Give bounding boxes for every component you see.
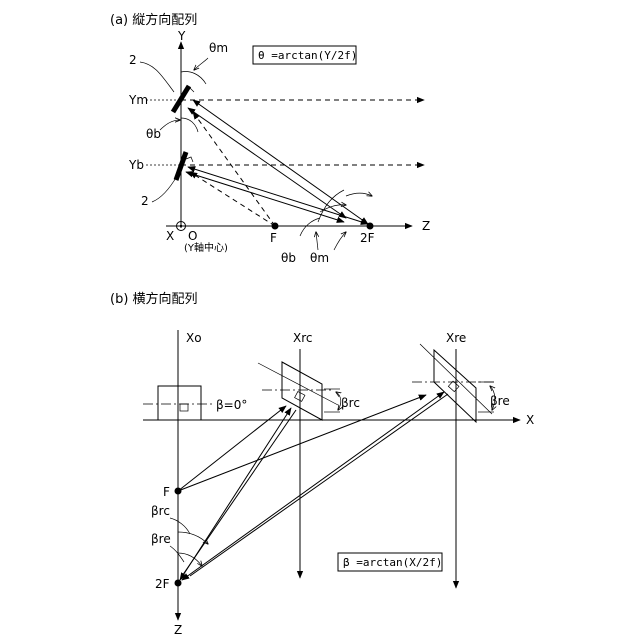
panel-a-y-label: Y xyxy=(177,29,186,43)
panel-a-top-to-2f-ray xyxy=(193,100,368,224)
panel-a-z-label: Z xyxy=(422,219,430,233)
panel-a-theta-b-arc-lower xyxy=(318,190,344,222)
panel-b-formula: β =arctan(X/2f) xyxy=(343,556,442,569)
panel-b-xrc-label: Xrc xyxy=(293,331,313,345)
panel-a-title: (a) 縦方向配列 xyxy=(110,12,197,28)
panel-a-theta-m-top-arc xyxy=(181,72,206,85)
panel-a-f-label: F xyxy=(270,231,277,245)
panel-a-mirror-top-leader xyxy=(140,62,174,92)
panel-a-formula: θ =arctan(Y/2f) xyxy=(258,49,357,62)
panel-a-mirror-top-label: 2 xyxy=(129,53,137,67)
panel-a-origin-note: (Y軸中心) xyxy=(184,241,228,254)
panel-b-point-2f xyxy=(175,580,182,587)
panel-a-2f-label: 2F xyxy=(360,231,375,245)
panel-b-beta-re-leader xyxy=(170,546,184,562)
panel-b-xrc-mirror xyxy=(282,362,322,420)
panel-b-beta-rc: βrc xyxy=(341,396,360,410)
panel-a-theta-m-bottom: θm xyxy=(310,251,329,265)
panel-a-bottom-to-2f-ray-inner xyxy=(186,172,344,222)
panel-a-mirror-bottom-label: 2 xyxy=(141,194,149,208)
panel-a-theta-m-top: θm xyxy=(209,41,228,55)
panel-b-z-label: Z xyxy=(174,623,182,637)
panel-a-x-axis-dot xyxy=(180,225,182,227)
panel-a-theta-b-left-leader xyxy=(160,120,180,130)
panel-b-f-label: F xyxy=(163,485,170,499)
panel-b-beta-re-left: βre xyxy=(151,532,171,546)
panel-b-xre-label: Xre xyxy=(446,331,466,345)
panel-b-beta-rc-leader xyxy=(170,518,190,534)
panel-a-theta-m-arc-right xyxy=(346,193,372,196)
panel-b-beta-rc-left: βrc xyxy=(151,504,170,518)
panel-a-top-to-2f-ray-inner xyxy=(188,108,346,218)
panel-b-center-right-angle xyxy=(180,404,188,411)
panel-a-x-label: X xyxy=(166,229,174,243)
panel-b-beta-rc-arc xyxy=(178,532,208,544)
panel-b-2f-label: 2F xyxy=(155,577,170,591)
panel-a-ym-label: Ym xyxy=(128,93,148,107)
panel-a-origin-label: O xyxy=(188,229,197,243)
panel-b-xre-right-angle xyxy=(448,381,459,392)
panel-a-bottom-to-2f-ray xyxy=(188,167,368,224)
panel-a-f-to-bottom-dashed xyxy=(190,172,275,226)
panel-a-theta-m-top-leader xyxy=(194,58,208,70)
panel-a-theta-b-left-arc xyxy=(181,118,198,132)
panel-b-center-mirror xyxy=(158,386,201,420)
panel-a-mirror-bottom-leader xyxy=(152,176,177,202)
panel-a-theta-b-bottom-leader xyxy=(316,232,318,250)
panel-a-theta-b-bottom: θb xyxy=(281,251,296,265)
panel-b-xre-to-2f-ray-inner xyxy=(190,394,448,576)
panel-b-x-label: X xyxy=(526,413,534,427)
panel-a-theta-m-bottom-leader xyxy=(334,232,346,250)
panel-a-theta-b-left: θb xyxy=(146,127,161,141)
panel-b-beta-zero: β=0° xyxy=(216,398,247,412)
panel-b-xrc-normal xyxy=(258,363,338,405)
panel-b-title: (b) 横方向配列 xyxy=(110,291,198,307)
panel-b-xrc-to-2f-ray-inner xyxy=(182,410,296,576)
panel-a-normal-mark-bottom xyxy=(186,157,193,162)
panel-b-xre-mirror xyxy=(434,350,476,422)
panel-a-theta-b-leader-lower xyxy=(300,218,320,236)
panel-a-yb-label: Yb xyxy=(128,158,144,172)
panel-b-horizontal-array: (b) 横方向配列 Xo Z X β=0° Xrc βrc Xre xyxy=(110,291,534,637)
panel-b-xo-label: Xo xyxy=(186,331,202,345)
panel-a-vertical-array: (a) 縦方向配列 θ =arctan(Y/2f) Y Z X O (Y軸中心)… xyxy=(110,12,430,265)
panel-b-beta-re: βre xyxy=(490,394,510,408)
